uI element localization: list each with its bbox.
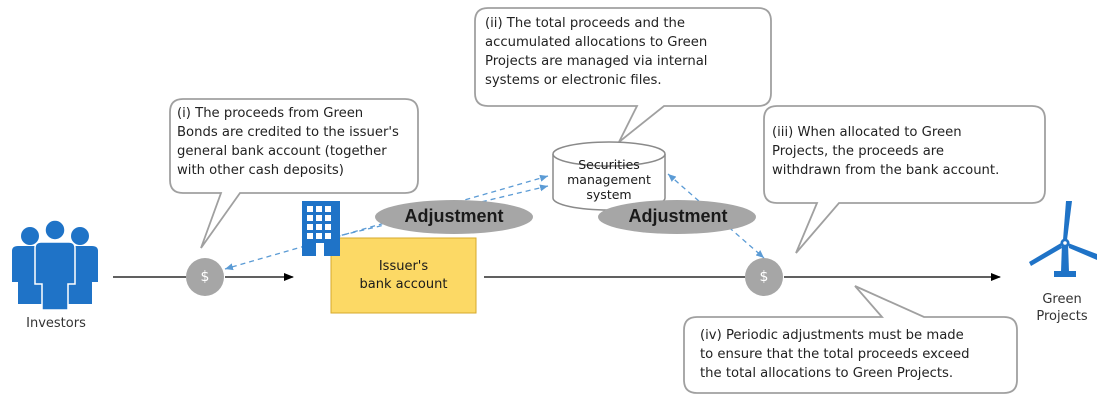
dollar-coin-right: [745, 258, 783, 296]
system-label-line-2: management: [567, 172, 651, 187]
callout-3-shape: [763, 105, 1046, 254]
callout-2-line-1: (ii) The total proceeds and the: [485, 16, 686, 31]
system-label-line-1: Securities: [578, 157, 640, 172]
adjustment-pill-left: [375, 200, 533, 234]
green-label-line-2: Projects: [1036, 309, 1088, 324]
people-group-icon: [12, 219, 98, 311]
callout-1-line-2: Bonds are credited to the issuer's: [177, 125, 399, 140]
callout-1-text: (i) The proceeds from Green Bonds are cr…: [177, 104, 417, 180]
bank-account-box: [330, 237, 477, 314]
callout-2-shape: [474, 7, 772, 143]
callout-2-line-3: Projects are managed via internal: [485, 54, 708, 69]
wind-turbine-icon: [1029, 201, 1097, 277]
callout-4-text: (iv) Periodic adjustments must be made t…: [700, 326, 1016, 383]
callout-4-line-2: to ensure that the total proceeds exceed: [700, 347, 970, 362]
bank-label: Issuer's bank account: [331, 258, 476, 294]
callout-3-line-1: (iii) When allocated to Green: [772, 125, 962, 140]
investors-label: Investors: [26, 316, 86, 331]
adjustment-label-left: Adjustment: [404, 206, 504, 226]
callout-4-line-1: (iv) Periodic adjustments must be made: [700, 328, 964, 343]
callout-4-shape: [683, 285, 1018, 394]
green-projects-label: Green Projects: [1027, 291, 1097, 325]
callout-2-line-4: systems or electronic files.: [485, 73, 662, 88]
callout-1-line-3: general bank account (together: [177, 144, 387, 159]
dollar-symbol-left: $: [200, 269, 210, 285]
bank-label-line-2: bank account: [359, 277, 448, 292]
callout-1-line-4: with other cash deposits): [177, 163, 344, 178]
callout-3-text: (iii) When allocated to Green Projects, …: [772, 123, 1044, 180]
bank-label-line-1: Issuer's: [378, 259, 429, 274]
callout-4-line-3: the total allocations to Green Projects.: [700, 366, 954, 381]
callout-1-shape: [169, 98, 419, 249]
callout-3-line-2: Projects, the proceeds are: [772, 144, 945, 159]
callout-3-line-3: withdrawn from the bank account.: [772, 163, 1000, 178]
dashed-arrow-system-to-coin: [224, 174, 549, 271]
callout-2-text: (ii) The total proceeds and the accumula…: [485, 14, 770, 90]
office-building-icon: [302, 201, 340, 256]
adjustment-pill-right: [598, 200, 756, 234]
dollar-coin-left: [186, 258, 224, 296]
adjustment-label-right: Adjustment: [628, 206, 728, 226]
callout-2-line-2: accumulated allocations to Green: [485, 35, 708, 50]
callout-1-line-1: (i) The proceeds from Green: [177, 106, 364, 121]
green-label-line-1: Green: [1042, 292, 1082, 307]
dollar-symbol-right: $: [759, 269, 769, 285]
system-label: Securities management system: [560, 157, 658, 202]
system-label-line-3: system: [586, 187, 632, 202]
